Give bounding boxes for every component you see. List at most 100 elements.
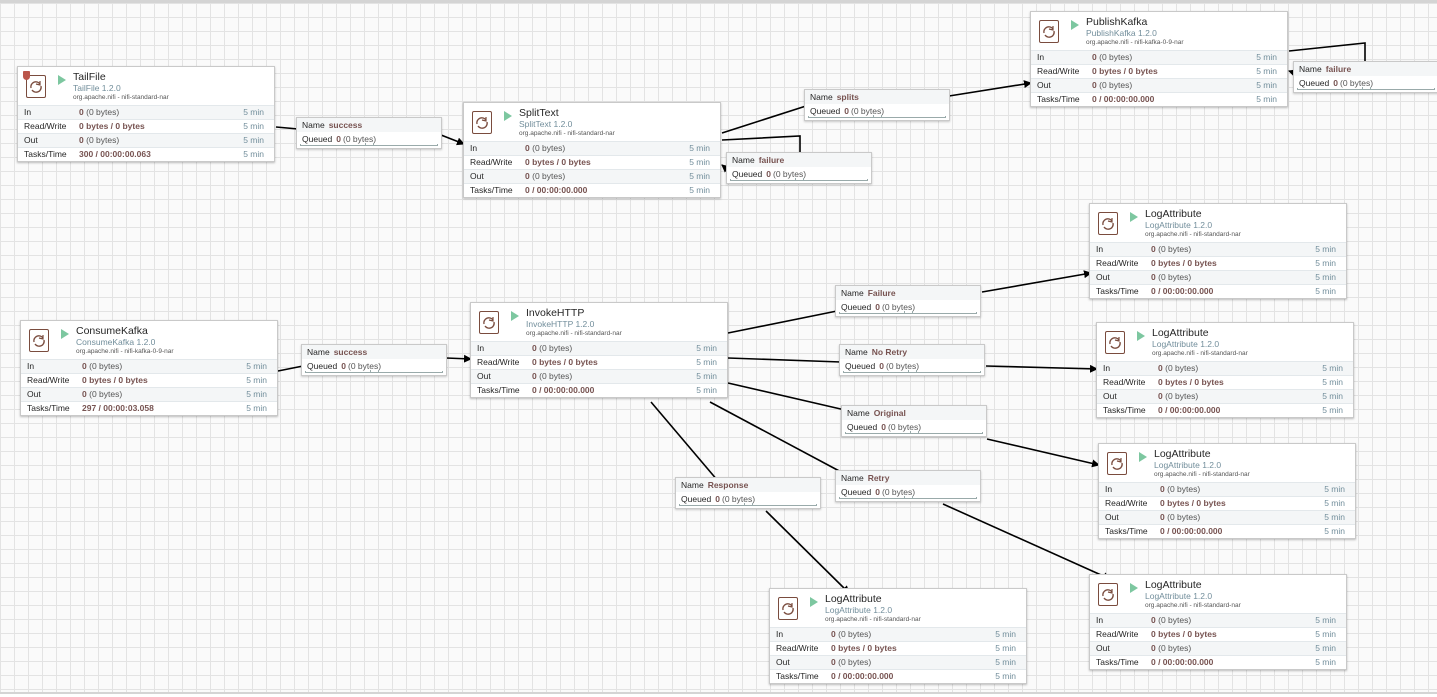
- stat-window: 5 min: [1315, 272, 1336, 282]
- stat-window: 5 min: [246, 389, 267, 399]
- link-invokehttp-failure: [727, 310, 838, 334]
- processor-7[interactable]: LogAttribute LogAttribute 1.2.0 org.apac…: [1096, 322, 1354, 418]
- processor-type: LogAttribute 1.2.0: [1145, 220, 1213, 230]
- connection-name-label: Name: [302, 120, 325, 130]
- processor-6[interactable]: LogAttribute LogAttribute 1.2.0 org.apac…: [1089, 203, 1347, 299]
- queued-label: Queued: [681, 494, 712, 504]
- stat-in-bytes: (0 bytes): [1167, 484, 1201, 494]
- processor-type: PublishKafka 1.2.0: [1086, 28, 1157, 38]
- stat-in-bytes: (0 bytes): [1158, 615, 1192, 625]
- stat-readwrite-value: 0 bytes / 0 bytes: [82, 375, 148, 385]
- processor-8[interactable]: LogAttribute LogAttribute 1.2.0 org.apac…: [1098, 443, 1356, 539]
- running-status-icon: [1071, 20, 1079, 30]
- connection-name-label: Name: [1299, 64, 1322, 74]
- connection-name: splits: [836, 92, 859, 102]
- processor-header: LogAttribute LogAttribute 1.2.0 org.apac…: [1090, 575, 1346, 613]
- processor-header: ConsumeKafka ConsumeKafka 1.2.0 org.apac…: [21, 321, 277, 359]
- stat-row-readwrite: Read/Write 0 bytes / 0 bytes 5 min: [471, 355, 727, 369]
- stat-readwrite-value: 0 bytes / 0 bytes: [1158, 377, 1224, 387]
- stat-tasks-value: 0 / 00:00:00.000: [1151, 657, 1214, 667]
- stat-window: 5 min: [1322, 391, 1343, 401]
- stat-out-count: 0: [1092, 80, 1097, 90]
- stat-row-out: Out 0 (0 bytes) 5 min: [1090, 641, 1346, 655]
- stat-label: In: [470, 143, 478, 153]
- stat-window: 5 min: [243, 149, 264, 159]
- warning-badge-icon[interactable]: [23, 71, 30, 80]
- processor-4[interactable]: ConsumeKafka ConsumeKafka 1.2.0 org.apac…: [20, 320, 278, 416]
- stat-row-out: Out 0 (0 bytes) 5 min: [1097, 389, 1353, 403]
- stat-in-count: 0: [1151, 615, 1156, 625]
- processor-2[interactable]: SplitText SplitText 1.2.0 org.apache.nif…: [463, 102, 721, 198]
- processor-name: LogAttribute: [1145, 208, 1202, 220]
- queued-bytes: (0 bytes): [885, 361, 920, 371]
- stat-window: 5 min: [696, 385, 717, 395]
- stat-window: 5 min: [696, 357, 717, 367]
- processor-1[interactable]: TailFile TailFile 1.2.0 org.apache.nifi …: [17, 66, 275, 162]
- running-status-icon: [1130, 583, 1138, 593]
- stat-out-bytes: (0 bytes): [1165, 391, 1199, 401]
- stat-row-out: Out 0 (0 bytes) 5 min: [1031, 78, 1287, 92]
- queued-count: 0: [766, 169, 771, 179]
- stat-window: 5 min: [246, 361, 267, 371]
- stat-row-in: In 0 (0 bytes) 5 min: [1099, 482, 1355, 496]
- queued-bytes: (0 bytes): [881, 302, 916, 312]
- stat-row-tasks: Tasks/Time 0 / 00:00:00.000 5 min: [471, 383, 727, 397]
- stat-label: Tasks/Time: [1105, 526, 1148, 536]
- stat-readwrite-value: 0 bytes / 0 bytes: [1092, 66, 1158, 76]
- stat-in-bytes: (0 bytes): [838, 629, 872, 639]
- stat-label: Out: [1096, 643, 1110, 653]
- stat-row-tasks: Tasks/Time 300 / 00:00:00.063 5 min: [18, 147, 274, 161]
- stat-label: Tasks/Time: [24, 149, 67, 159]
- stat-out-bytes: (0 bytes): [539, 371, 573, 381]
- stat-label: Tasks/Time: [1096, 657, 1139, 667]
- processor-bundle: org.apache.nifi - nifi-standard-nar: [1145, 231, 1241, 238]
- stat-window: 5 min: [1324, 526, 1345, 536]
- stat-in-count: 0: [1160, 484, 1165, 494]
- processor-3[interactable]: PublishKafka PublishKafka 1.2.0 org.apac…: [1030, 11, 1288, 107]
- stat-row-tasks: Tasks/Time 0 / 00:00:00.000 5 min: [1099, 524, 1355, 538]
- connection-name-label: Name: [841, 473, 864, 483]
- processor-header: LogAttribute LogAttribute 1.2.0 org.apac…: [1099, 444, 1355, 482]
- stat-in-bytes: (0 bytes): [539, 343, 573, 353]
- connection-name-label: Name: [847, 408, 870, 418]
- processor-header: LogAttribute LogAttribute 1.2.0 org.apac…: [1097, 323, 1353, 361]
- stat-window: 5 min: [1315, 657, 1336, 667]
- link-original-logattr3: [986, 438, 1100, 468]
- stat-label: Tasks/Time: [1096, 286, 1139, 296]
- connection-name: success: [333, 347, 368, 357]
- connection-name: Failure: [867, 288, 896, 298]
- link-splittext-splits: [721, 105, 807, 134]
- queue-progress-bars: [843, 370, 981, 373]
- stat-tasks-value: 0 / 00:00:00.000: [1092, 94, 1155, 104]
- stat-label: Read/Write: [1105, 498, 1148, 508]
- stat-row-in: In 0 (0 bytes) 5 min: [471, 341, 727, 355]
- queued-count: 0: [1333, 78, 1338, 88]
- stat-row-tasks: Tasks/Time 297 / 00:00:03.058 5 min: [21, 401, 277, 415]
- queued-label: Queued: [841, 302, 872, 312]
- stat-row-out: Out 0 (0 bytes) 5 min: [1090, 270, 1346, 284]
- queued-count: 0: [881, 422, 886, 432]
- running-status-icon: [1130, 212, 1138, 222]
- processor-10[interactable]: LogAttribute LogAttribute 1.2.0 org.apac…: [769, 588, 1027, 684]
- processor-5[interactable]: InvokeHTTP InvokeHTTP 1.2.0 org.apache.n…: [470, 302, 728, 398]
- processor-9[interactable]: LogAttribute LogAttribute 1.2.0 org.apac…: [1089, 574, 1347, 670]
- connection-name: Original: [873, 408, 906, 418]
- processor-type: LogAttribute 1.2.0: [825, 605, 893, 615]
- stat-row-out: Out 0 (0 bytes) 5 min: [21, 387, 277, 401]
- running-status-icon: [1139, 452, 1147, 462]
- stat-label: Tasks/Time: [1103, 405, 1146, 415]
- stat-row-in: In 0 (0 bytes) 5 min: [1097, 361, 1353, 375]
- processor-bundle: org.apache.nifi - nifi-standard-nar: [1152, 350, 1248, 357]
- stat-window: 5 min: [1324, 484, 1345, 494]
- processor-header: TailFile TailFile 1.2.0 org.apache.nifi …: [18, 67, 274, 105]
